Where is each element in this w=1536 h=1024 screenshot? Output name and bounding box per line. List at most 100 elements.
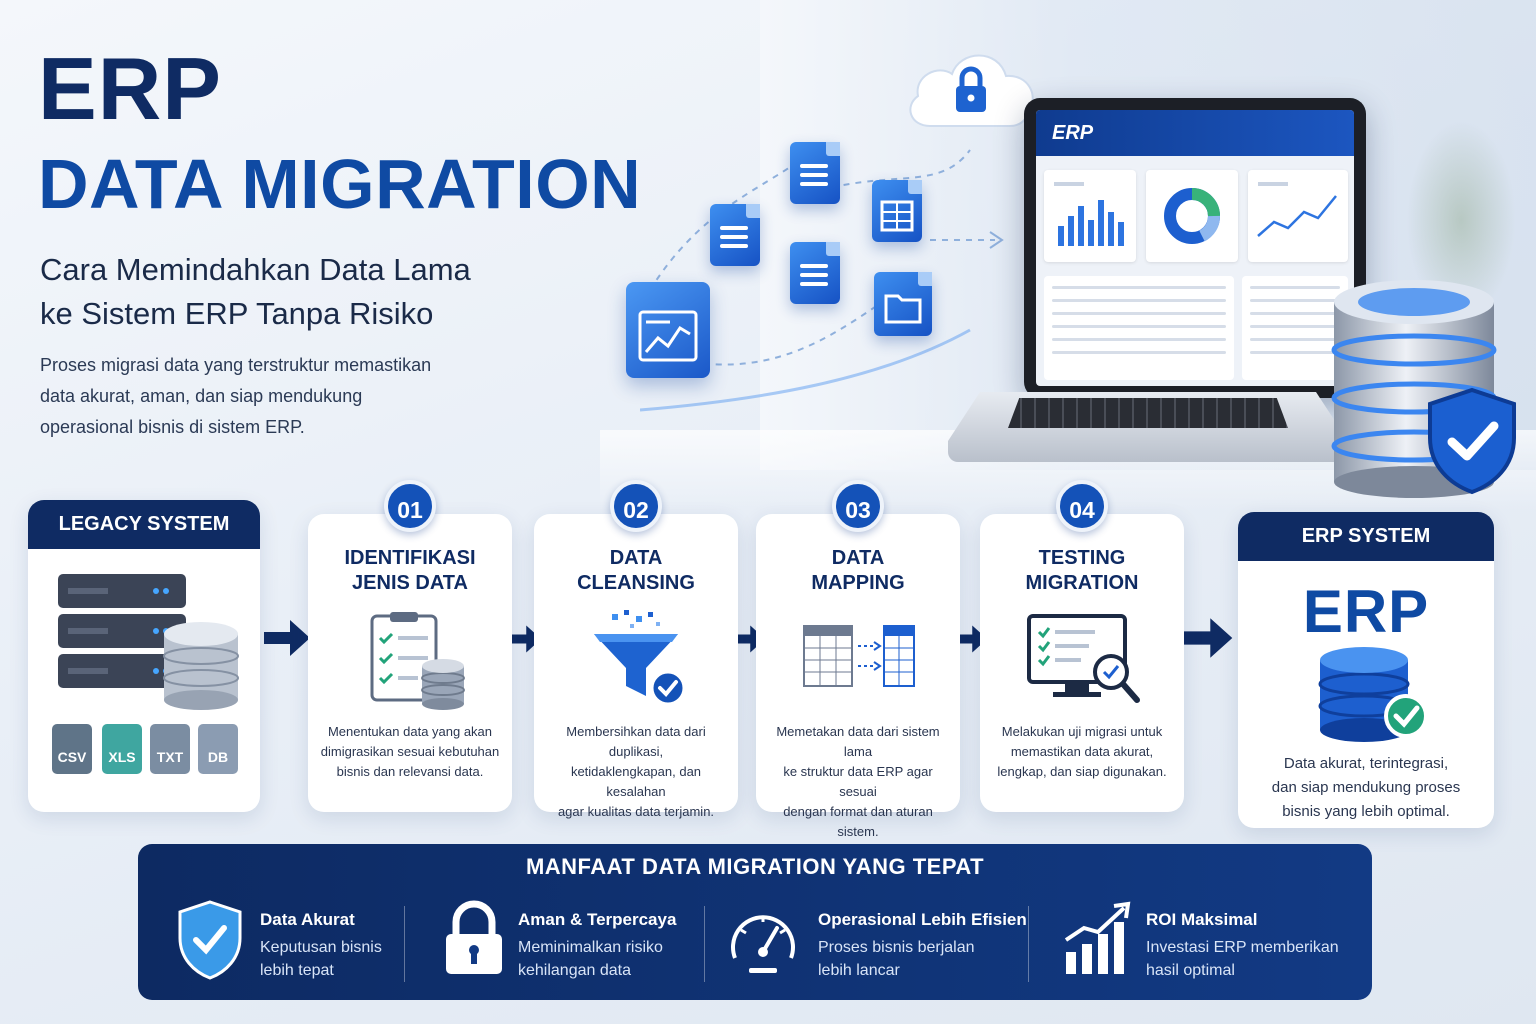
benefit-description: Keputusan bisnis lebih tepat — [260, 936, 382, 982]
erp-description-line: bisnis yang lebih optimal. — [1282, 803, 1450, 820]
benefit-description: Meminimalkan risiko kehilangan data — [518, 936, 663, 982]
laptop-keyboard — [1008, 398, 1288, 428]
shield-check-icon — [1428, 387, 1516, 495]
erp-logo: ERP — [1302, 578, 1430, 645]
benefit-description: Investasi ERP memberikan hasil optimal — [1146, 936, 1339, 982]
monitor-magnifier-icon — [1027, 614, 1140, 703]
arrow-right-icon — [952, 625, 988, 653]
step-description-line: ketidaklengkapan, dan kesalahan — [570, 764, 702, 799]
step-description-line: Menentukan data yang akan — [327, 724, 493, 739]
erp-system-title: ERP SYSTEM — [1238, 512, 1494, 561]
benefit-name: Data Akurat — [260, 910, 355, 929]
benefit-roi-maksimal: ROI Maksimal Investasi ERP memberikan ha… — [1058, 900, 1348, 990]
benefit-description-line: lebih lancar — [818, 962, 900, 979]
erp-description-line: Data akurat, terintegrasi, — [1283, 755, 1449, 772]
step-description-line: Membersihkan data dari duplikasi, — [566, 724, 706, 759]
cloud-lock-icon — [909, 54, 1034, 127]
funnel-check-icon — [594, 610, 686, 706]
step-title-line: IDENTIFIKASI — [344, 547, 476, 569]
benefit-description-line: Meminimalkan risiko — [518, 939, 663, 956]
benefits-title: MANFAAT DATA MIGRATION YANG TEPAT — [525, 854, 985, 879]
benefit-name: ROI Maksimal — [1146, 910, 1258, 929]
checklist-database-icon — [370, 612, 465, 710]
erp-description-line: dan siap mendukung proses — [1271, 779, 1461, 796]
erp-dashboard: ERP — [1036, 110, 1354, 386]
folder-chart-icon — [626, 282, 710, 378]
dashboard-line-chart — [1248, 170, 1348, 262]
shield-check-icon — [178, 900, 242, 980]
arrow-right-icon — [506, 625, 542, 653]
dashboard-header: ERP — [1036, 110, 1354, 156]
benefit-divider — [404, 906, 405, 982]
subtitle-line: Cara Memindahkan Data Lama — [40, 252, 471, 287]
title-data-migration: DATA MIGRATION — [38, 145, 642, 223]
padlock-icon — [446, 900, 502, 974]
benefit-name: Operasional Lebih Efisien — [818, 910, 1027, 929]
step-card-identifikasi: 01 IDENTIFIKASI JENIS DATA Menentukan da… — [308, 480, 512, 812]
dashboard-donut-chart — [1146, 170, 1238, 262]
migration-dashed-paths — [640, 149, 1004, 412]
benefit-description-line: hasil optimal — [1146, 962, 1235, 979]
step-number: 03 — [832, 480, 884, 532]
benefit-operasional-efisien: Operasional Lebih Efisien Proses bisnis … — [722, 900, 1027, 990]
speedometer-icon — [731, 915, 795, 973]
step-title-line: DATA — [831, 547, 885, 569]
subtitle-line: ke Sistem ERP Tanpa Risiko — [40, 296, 434, 331]
benefit-divider — [1028, 906, 1029, 982]
arrow-right-icon — [264, 620, 310, 656]
step-description: Melakukan uji migrasi untuk memastikan d… — [990, 722, 1174, 782]
step-description: Menentukan data yang akan dimigrasikan s… — [318, 722, 502, 782]
lead-paragraph: Proses migrasi data yang terstruktur mem… — [40, 350, 500, 443]
benefit-description-line: kehilangan data — [518, 962, 631, 979]
step-description-line: lengkap, dan siap digunakan. — [997, 764, 1167, 779]
subtitle: Cara Memindahkan Data Lama ke Sistem ERP… — [40, 248, 600, 336]
step-number: 01 — [384, 480, 436, 532]
table-mapping-icon — [803, 625, 915, 687]
benefit-name: Aman & Terpercaya — [518, 910, 677, 929]
dashboard-bar-chart — [1044, 170, 1136, 262]
step-description: Memetakan data dari sistem lama ke struk… — [766, 722, 950, 842]
step-title-line: TESTING — [1038, 547, 1126, 569]
step-description-line: memastikan data akurat, — [1010, 744, 1154, 759]
step-description-line: dengan format dan aturan sistem. — [783, 804, 933, 839]
floating-spreadsheet-icon — [872, 180, 922, 242]
dashboard-table — [1242, 276, 1348, 380]
erp-system-card: ERP SYSTEM ERP Data akurat, terintegrasi… — [1238, 512, 1494, 828]
file-db-icon: DB — [198, 724, 238, 774]
step-description: Membersihkan data dari duplikasi, ketida… — [544, 722, 728, 822]
file-csv-icon: CSV — [52, 724, 92, 774]
server-database-icon — [58, 574, 239, 710]
step-number: 02 — [610, 480, 662, 532]
step-title: IDENTIFIKASI JENIS DATA — [308, 546, 512, 596]
floating-document-icon — [790, 142, 840, 204]
benefit-description-line: Keputusan bisnis — [260, 939, 382, 956]
benefit-divider — [704, 906, 705, 982]
step-description-line: dimigrasikan sesuai kebutuhan — [320, 744, 500, 759]
title-erp: ERP — [38, 39, 222, 138]
growth-chart-icon — [1064, 901, 1131, 974]
erp-system-description: Data akurat, terintegrasi, dan siap mend… — [1252, 752, 1480, 824]
step-title-line: MAPPING — [811, 572, 905, 594]
step-title: TESTING MIGRATION — [980, 546, 1184, 596]
floating-document-icon — [790, 242, 840, 304]
step-description-line: bisnis dan relevansi data. — [336, 764, 484, 779]
laptop-screen: ERP — [1024, 98, 1366, 398]
step-description-line: Melakukan uji migrasi untuk — [1001, 724, 1163, 739]
floating-document-icon — [710, 204, 760, 266]
step-card-mapping: 03 DATA MAPPING Memetakan data dari sist… — [756, 480, 960, 839]
benefit-data-akurat: Data Akurat Keputusan bisnis lebih tepat — [174, 900, 394, 990]
lead-line: Proses migrasi data yang terstruktur mem… — [40, 355, 432, 375]
legacy-system-title: LEGACY SYSTEM — [28, 500, 260, 549]
step-description-line: agar kualitas data terjamin. — [557, 804, 715, 819]
benefit-description: Proses bisnis berjalan lebih lancar — [818, 936, 975, 982]
benefit-description-line: Investasi ERP memberikan — [1146, 939, 1339, 956]
step-title: DATA MAPPING — [756, 546, 960, 596]
step-title-line: JENIS DATA — [352, 572, 468, 594]
benefits-panel: MANFAAT DATA MIGRATION YANG TEPAT Data A… — [138, 844, 1372, 1000]
step-card-cleansing: 02 DATA CLEANSING Membersihkan data dari… — [534, 480, 738, 819]
file-xls-icon: XLS — [102, 724, 142, 774]
benefit-description-line: Proses bisnis berjalan — [818, 939, 975, 956]
file-txt-icon: TXT — [150, 724, 190, 774]
arrow-right-icon — [1181, 618, 1233, 658]
step-card-testing: 04 TESTING MIGRATION Melakukan uji migra… — [980, 480, 1184, 812]
